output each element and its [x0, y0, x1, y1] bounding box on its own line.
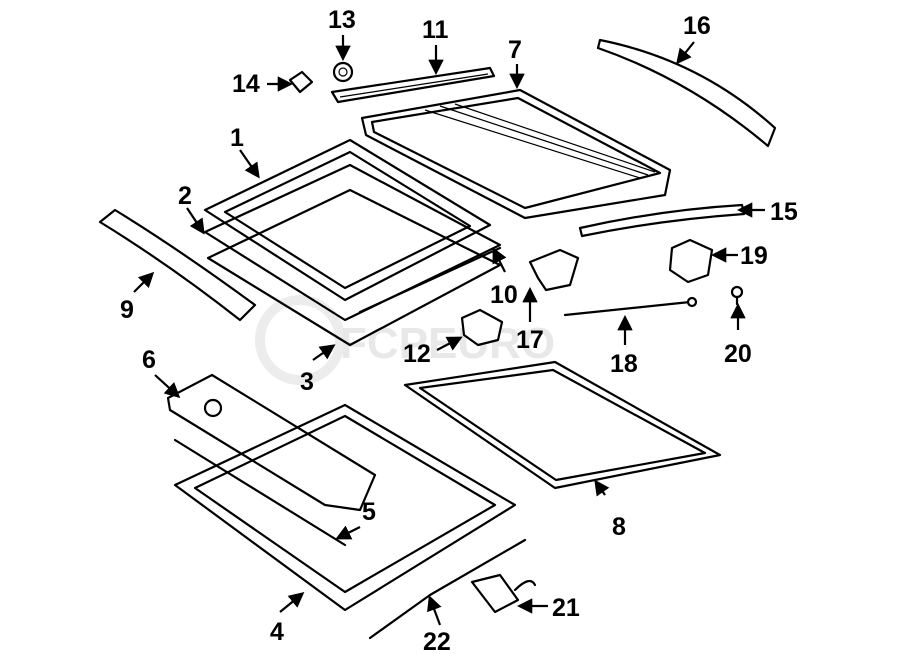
- callout-8: 8: [612, 513, 626, 541]
- part-16-roof-trim: [596, 38, 777, 148]
- callout-9: 9: [120, 296, 134, 324]
- part-1-frame-seal: [203, 138, 492, 302]
- callout-11: 11: [422, 16, 449, 44]
- part-20-screw: [730, 285, 744, 306]
- callout-15: 15: [770, 198, 798, 226]
- callout-7: 7: [508, 36, 522, 64]
- callout-14: 14: [232, 70, 260, 98]
- callout-12: 12: [403, 340, 431, 368]
- callout-1: 1: [230, 124, 244, 152]
- part-3-seal: [206, 188, 502, 347]
- callout-13: 13: [328, 6, 356, 34]
- part-19-bracket: [668, 238, 714, 284]
- part-12-latch: [460, 308, 504, 347]
- part-13-clip: [332, 61, 354, 83]
- part-18-gas-strut: [563, 296, 698, 317]
- callout-22: 22: [423, 628, 451, 656]
- part-10-strip: [358, 246, 502, 314]
- watermark: FCPEURO: [255, 295, 555, 385]
- callout-4: 4: [270, 618, 284, 646]
- part-9-side-trim: [98, 208, 257, 322]
- callout-6: 6: [142, 346, 156, 374]
- callout-19: 19: [740, 242, 768, 270]
- part-22-drive-cable: [368, 538, 527, 640]
- part-5-rail: [173, 438, 347, 547]
- callout-17: 17: [516, 326, 544, 354]
- part-17-hinge: [528, 248, 580, 292]
- callout-18: 18: [610, 350, 638, 378]
- part-7-glass-panel: [360, 88, 672, 220]
- part-6-sunshade: [166, 373, 377, 512]
- part-4-frame: [173, 403, 517, 612]
- callout-labels: 1 2 3 4 5 6 7 8 9 10 11 12 13 14 15 16 1…: [120, 6, 798, 656]
- callout-5: 5: [362, 498, 376, 526]
- callout-arrows: [133, 35, 765, 626]
- callout-21: 21: [552, 594, 580, 622]
- callout-3: 3: [300, 368, 314, 396]
- part-15-seal-strip: [578, 203, 746, 238]
- callout-16: 16: [683, 12, 711, 40]
- part-11-wind-deflector: [330, 66, 496, 104]
- callout-2: 2: [178, 182, 192, 210]
- part-14-bracket: [288, 70, 314, 94]
- part-2-seal: [203, 163, 502, 322]
- callout-20: 20: [724, 340, 752, 368]
- callout-10: 10: [490, 281, 518, 309]
- part-8-large-seal: [403, 360, 722, 490]
